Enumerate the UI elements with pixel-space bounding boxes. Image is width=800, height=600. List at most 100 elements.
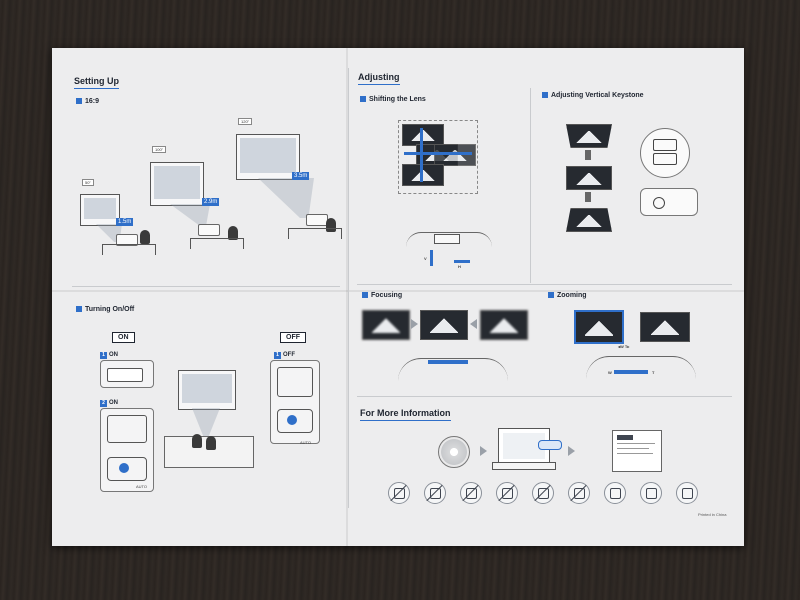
ventilation-icon: [604, 482, 626, 504]
setup-divider: [72, 286, 340, 287]
shifting-lens-label: Shifting the Lens: [360, 96, 426, 103]
focus-photo-blurred-left: [362, 310, 410, 340]
adjust-row-divider: [357, 284, 732, 285]
zoom-photo-tele: [640, 312, 690, 342]
shift-photo-bottom: [402, 164, 444, 186]
projector-50: [116, 234, 138, 246]
projector-100: [198, 224, 220, 236]
keystone-label: Adjusting Vertical Keystone: [542, 92, 644, 99]
distance-3-5m: 3.5m: [292, 172, 310, 180]
room-beam: [192, 408, 220, 436]
keystone-photo-center: [566, 166, 612, 190]
beam-100: [170, 204, 210, 226]
no-liquid-icon: [532, 482, 554, 504]
keystone-photo-bottom: [566, 208, 612, 232]
info-arrow-1: [480, 446, 487, 456]
setup-title: Setting Up: [74, 76, 119, 89]
auto-label-off: AUTO: [300, 440, 312, 445]
room-person-1: [192, 434, 202, 448]
screen-size-100: 100": [152, 146, 167, 153]
beam-120: [258, 178, 314, 218]
desk-120: [288, 228, 342, 239]
lens-shift-diagram: [394, 114, 484, 198]
column-divider: [348, 68, 349, 508]
off-badge: OFF: [280, 332, 306, 343]
no-look-into-lens-icon: [388, 482, 410, 504]
projector-power-card: [100, 360, 154, 388]
focus-photo-blurred-right: [480, 310, 528, 340]
no-heat-source-icon: [568, 482, 590, 504]
distance-1-5m: 1.5m: [116, 218, 134, 226]
aspect-ratio-label: 16:9: [76, 98, 99, 105]
zoom-wt-label: ◂W T▸: [618, 344, 630, 349]
on-badge: ON: [112, 332, 135, 343]
room-person-2: [206, 436, 216, 450]
fold-vertical: [346, 48, 348, 546]
distance-2-9m: 2.9m: [202, 198, 220, 206]
adjusting-title: Adjusting: [358, 72, 400, 85]
screen-120: [236, 134, 300, 180]
zooming-label: Zooming: [548, 292, 587, 299]
focus-arrow-2: [470, 319, 477, 329]
focus-photo-sharp: [420, 310, 468, 340]
auto-label-on: AUTO: [136, 484, 148, 489]
unplug-icon: [640, 482, 662, 504]
lens-shift-projector: [406, 232, 492, 247]
shift-h-indicator: [454, 260, 470, 263]
room-sofa: [164, 436, 254, 468]
shift-photo-right: [434, 144, 476, 166]
shift-h-label: H: [458, 264, 461, 269]
keystone-button-zoom: [640, 128, 690, 178]
screen-size-50: 50": [82, 179, 94, 186]
shift-v-indicator: [430, 250, 433, 266]
zoom-t-label: T: [652, 370, 655, 375]
no-block-vents-icon: [424, 482, 446, 504]
keystone-projector: [640, 188, 698, 216]
remote-on-card: [100, 408, 154, 492]
no-cable-pull-icon: [460, 482, 482, 504]
focus-arrow-1: [411, 319, 418, 329]
keystone-photo-top: [566, 124, 612, 148]
fold-horizontal: [52, 290, 744, 292]
desk-100: [190, 238, 244, 249]
info-divider: [357, 396, 732, 397]
manual-window-icon: [612, 430, 662, 472]
remote-off-card: [270, 360, 320, 444]
cd-rom-icon: [438, 436, 470, 468]
zoom-photo-wide: [574, 310, 624, 344]
lamp-replacement-icon: [676, 482, 698, 504]
info-arrow-2: [568, 446, 575, 456]
person-100: [228, 226, 238, 240]
adjust-divider: [530, 88, 531, 283]
shift-h-arrow: [404, 152, 472, 155]
keystone-arrow-up: [585, 192, 591, 202]
more-info-title: For More Information: [360, 408, 451, 421]
quick-start-sheet: Setting Up 16:9 50" 1.5m 100" 2.9m 120" …: [52, 48, 744, 546]
person-50: [140, 230, 150, 244]
person-120: [326, 218, 336, 232]
power-title: Turning On/Off: [76, 306, 134, 313]
room-screen: [178, 370, 236, 410]
zoom-w-label: W: [608, 370, 612, 375]
focusing-label: Focusing: [362, 292, 402, 299]
shift-photo-top: [402, 124, 444, 146]
keystone-arrow-down: [585, 150, 591, 160]
zoom-ring-arrow: [614, 370, 648, 374]
keystone-diagram: [560, 120, 616, 240]
shift-v-label: V: [424, 256, 427, 261]
screen-100: [150, 162, 204, 206]
projector-120: [306, 214, 328, 226]
screen-50: [80, 194, 120, 226]
shift-v-arrow: [420, 128, 423, 182]
printed-in-label: Printed in China: [698, 512, 727, 517]
desk-50: [102, 244, 156, 255]
screen-size-120: 120": [238, 118, 253, 125]
focus-projector: [398, 358, 508, 381]
zoom-projector: [586, 356, 696, 379]
cd-tray-icon: [538, 440, 562, 450]
no-disassemble-icon: [496, 482, 518, 504]
focus-ring-arrow: [428, 360, 468, 364]
